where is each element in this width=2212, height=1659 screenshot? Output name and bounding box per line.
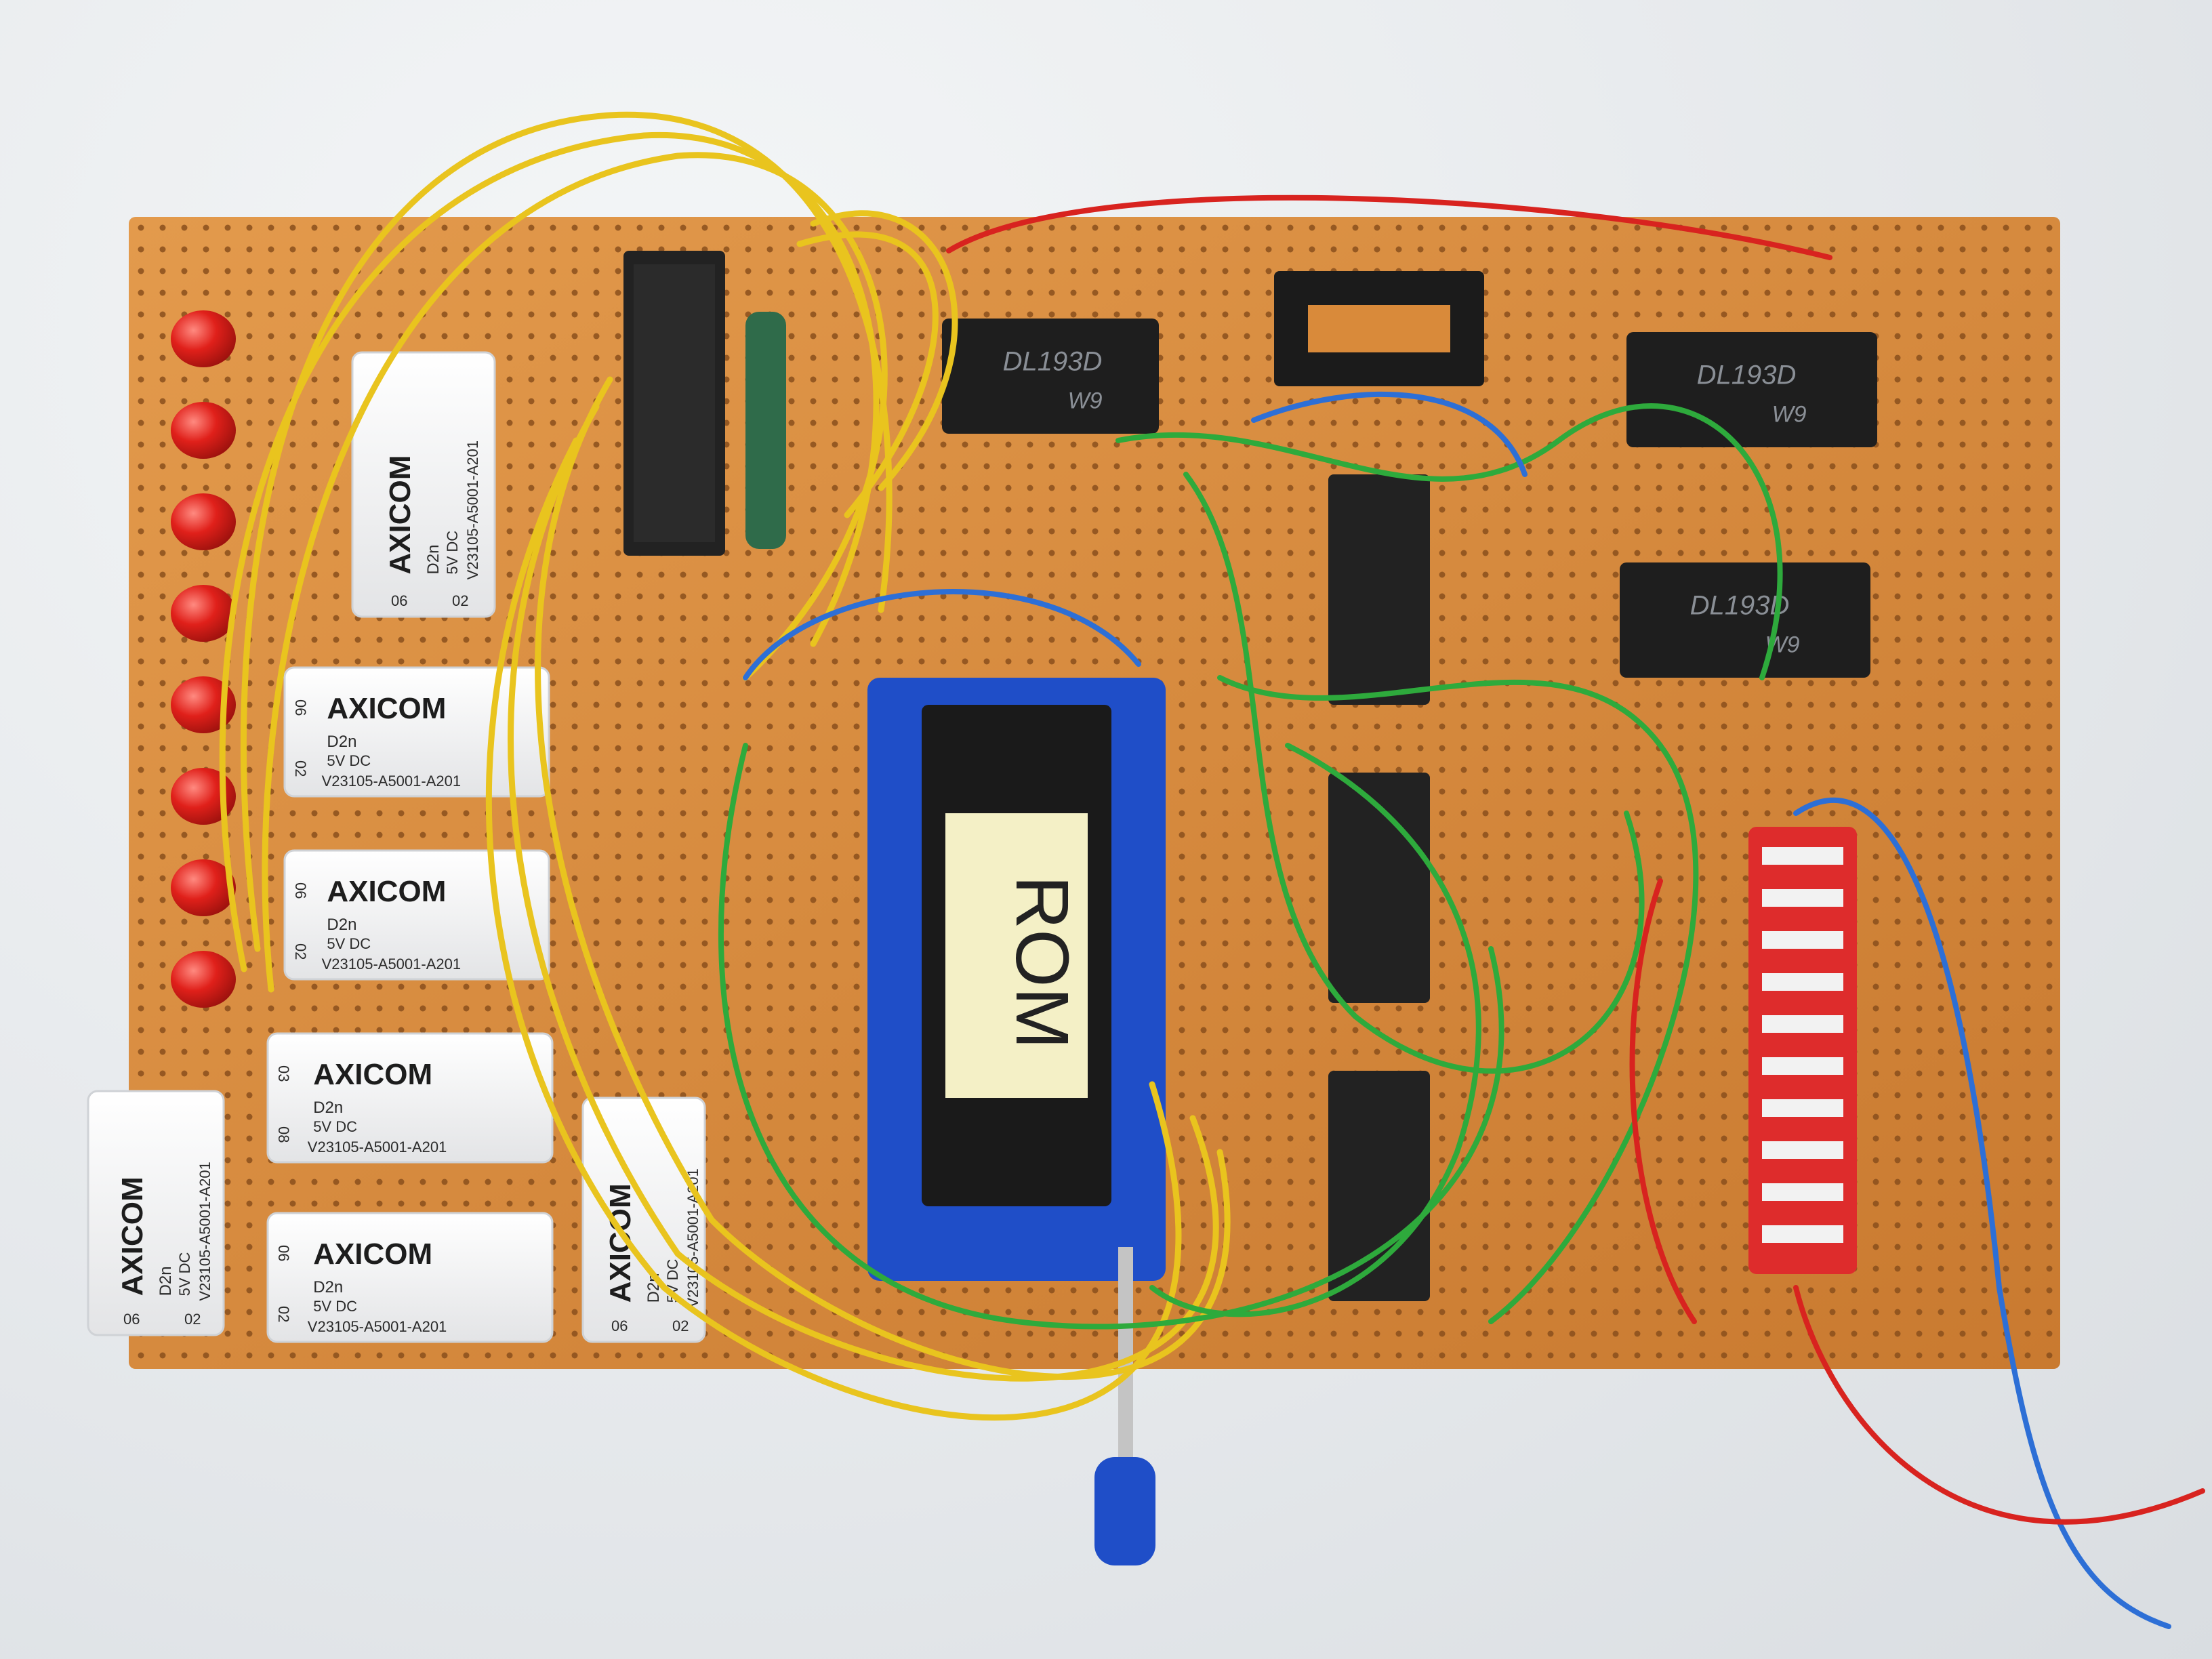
relay-model-label: D2n — [157, 1266, 175, 1296]
green-wire-bundle — [718, 403, 1783, 1330]
red-wire-bundle — [946, 194, 2205, 1525]
relay-pin-right: 02 — [672, 1317, 689, 1334]
dip-switch — [1762, 1225, 1843, 1243]
counter-chip-label: DL193D — [1690, 591, 1790, 621]
counter-chip-code: W9 — [1068, 388, 1103, 414]
relay-part-label: V23105-A5001-A201 — [197, 1162, 213, 1301]
resistor-network — [745, 312, 786, 549]
dip-switch — [1762, 889, 1843, 907]
relay-part-label: V23105-A5001-A201 — [464, 441, 481, 580]
dip-switch — [1762, 973, 1843, 991]
zif-socket: ROM — [867, 678, 1166, 1565]
upper-left-ic — [623, 251, 725, 556]
counter-chip-label: DL193D — [1697, 361, 1797, 390]
yellow-wire-bundle — [219, 111, 1231, 1421]
dip-switch — [1762, 1099, 1843, 1117]
led — [171, 402, 236, 459]
relay-model-label: D2n — [327, 916, 356, 934]
dip-switch — [1762, 1015, 1843, 1033]
relay-brand-label: AXICOM — [313, 1237, 432, 1271]
relay-voltage-label: 5V DC — [313, 1118, 357, 1135]
counter-chip-code: W9 — [1772, 402, 1807, 428]
relay-pin-right: 02 — [292, 760, 309, 777]
led — [171, 951, 236, 1008]
dip-switch — [1762, 847, 1843, 865]
relay-pin-right: 02 — [292, 943, 309, 960]
led — [171, 310, 236, 367]
relay-brand-label: AXICOM — [116, 1176, 149, 1296]
logic-chip-1 — [1328, 474, 1430, 705]
relay-part-label: V23105-A5001-A201 — [308, 1318, 447, 1335]
relay-voltage-label: 5V DC — [444, 531, 461, 575]
counter-chip: DL193D W9 — [942, 319, 1159, 434]
relay-brand-label: AXICOM — [384, 455, 417, 575]
dip-switch — [1762, 1183, 1843, 1201]
relay: AXICOM D2n 5V DC V23105-A5001-A201 06 02 — [266, 1212, 554, 1343]
led — [171, 676, 236, 733]
relay-part-label: V23105-A5001-A201 — [322, 773, 461, 790]
relay-model-label: D2n — [327, 733, 356, 751]
relay-voltage-label: 5V DC — [313, 1298, 357, 1315]
relay-part-label: V23105-A5001-A201 — [322, 956, 461, 972]
relay-pin-left: 06 — [611, 1317, 628, 1334]
relay-voltage-label: 5V DC — [327, 935, 371, 952]
relay-pin-right: 02 — [452, 592, 468, 609]
counter-chip-label: DL193D — [1003, 347, 1103, 377]
relay-brand-label: AXICOM — [327, 692, 446, 725]
empty-ic-socket — [1274, 271, 1484, 386]
relay-model-label: D2n — [424, 545, 443, 575]
rom-label: ROM — [1000, 876, 1084, 1050]
relay-pin-left: 06 — [292, 699, 309, 716]
relay-pin-right: 08 — [275, 1126, 292, 1143]
relay-pin-right: 02 — [275, 1306, 292, 1322]
relay-pin-left: 06 — [123, 1311, 140, 1328]
relay-pin-left: 06 — [292, 882, 309, 899]
relay-brand-label: AXICOM — [313, 1058, 432, 1091]
relay-part-label: V23105-A5001-A201 — [308, 1139, 447, 1155]
dip-switch — [1762, 1057, 1843, 1075]
relay-voltage-label: 5V DC — [327, 752, 371, 769]
relay-pin-left: 06 — [275, 1245, 292, 1261]
relay-pin-right: 02 — [184, 1311, 201, 1328]
led — [171, 493, 236, 550]
led — [171, 859, 236, 916]
dip-switch — [1762, 931, 1843, 949]
relay-model-label: D2n — [313, 1099, 343, 1117]
blue-wire-bundle — [743, 391, 2171, 1629]
relay-voltage-label: 5V DC — [176, 1252, 193, 1296]
relay-model-label: D2n — [313, 1278, 343, 1296]
counter-chip: DL193D W9 — [1626, 332, 1877, 447]
relay-pin-left: 06 — [391, 592, 407, 609]
dip-switch — [1762, 1141, 1843, 1159]
relay-pin-left: 03 — [275, 1065, 292, 1082]
dip-switch-bank — [1748, 827, 1857, 1274]
led — [171, 585, 236, 642]
relay-brand-label: AXICOM — [327, 875, 446, 908]
logic-chip-3 — [1328, 1071, 1430, 1301]
